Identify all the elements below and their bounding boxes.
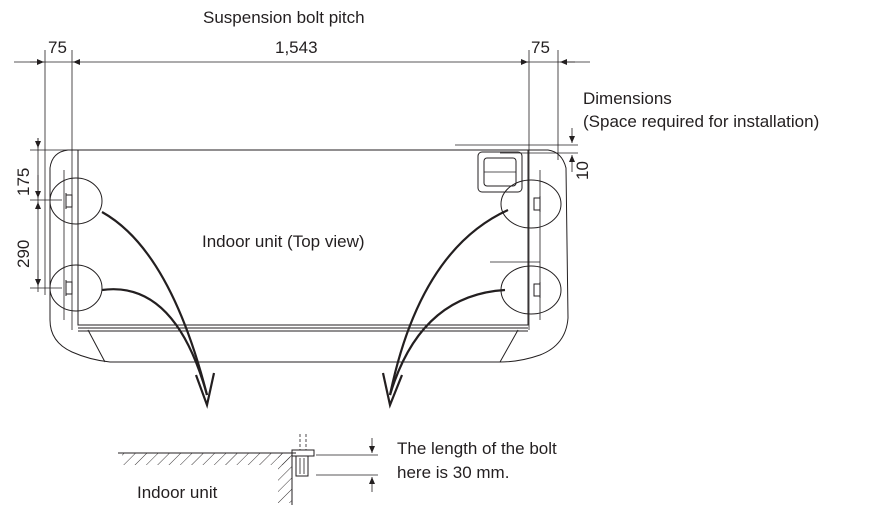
bolt-circle-left-bottom (49, 264, 103, 312)
indoor-unit-label: Indoor unit (137, 483, 218, 502)
clearance-dimension (455, 128, 578, 172)
dim-clearance: 10 (573, 161, 592, 180)
dim-front-depth: 175 (14, 168, 33, 196)
left-vertical-dimensions (30, 138, 75, 292)
bolt-circle-right-bottom (500, 265, 562, 315)
bolt-note-line1: The length of the bolt (397, 439, 557, 458)
indoor-unit-body (49, 149, 569, 363)
bolt-circle-left-top (49, 177, 103, 225)
bolt-section-detail (118, 434, 378, 505)
dim-right-offset: 75 (531, 38, 550, 57)
bolt-note-line2: here is 30 mm. (397, 463, 509, 482)
top-dimension-line (14, 50, 590, 330)
suspension-bolt-pitch-label: Suspension bolt pitch (203, 8, 365, 27)
space-required-label: (Space required for installation) (583, 112, 819, 131)
dim-pitch: 1,543 (275, 38, 318, 57)
indoor-unit-top-view-label: Indoor unit (Top view) (202, 232, 365, 251)
leader-arrows (101, 208, 509, 409)
dim-bolt-spacing: 290 (14, 240, 33, 268)
dim-left-offset: 75 (48, 38, 67, 57)
dimensions-label: Dimensions (583, 89, 672, 108)
bolt-circle-right-top (500, 179, 562, 229)
